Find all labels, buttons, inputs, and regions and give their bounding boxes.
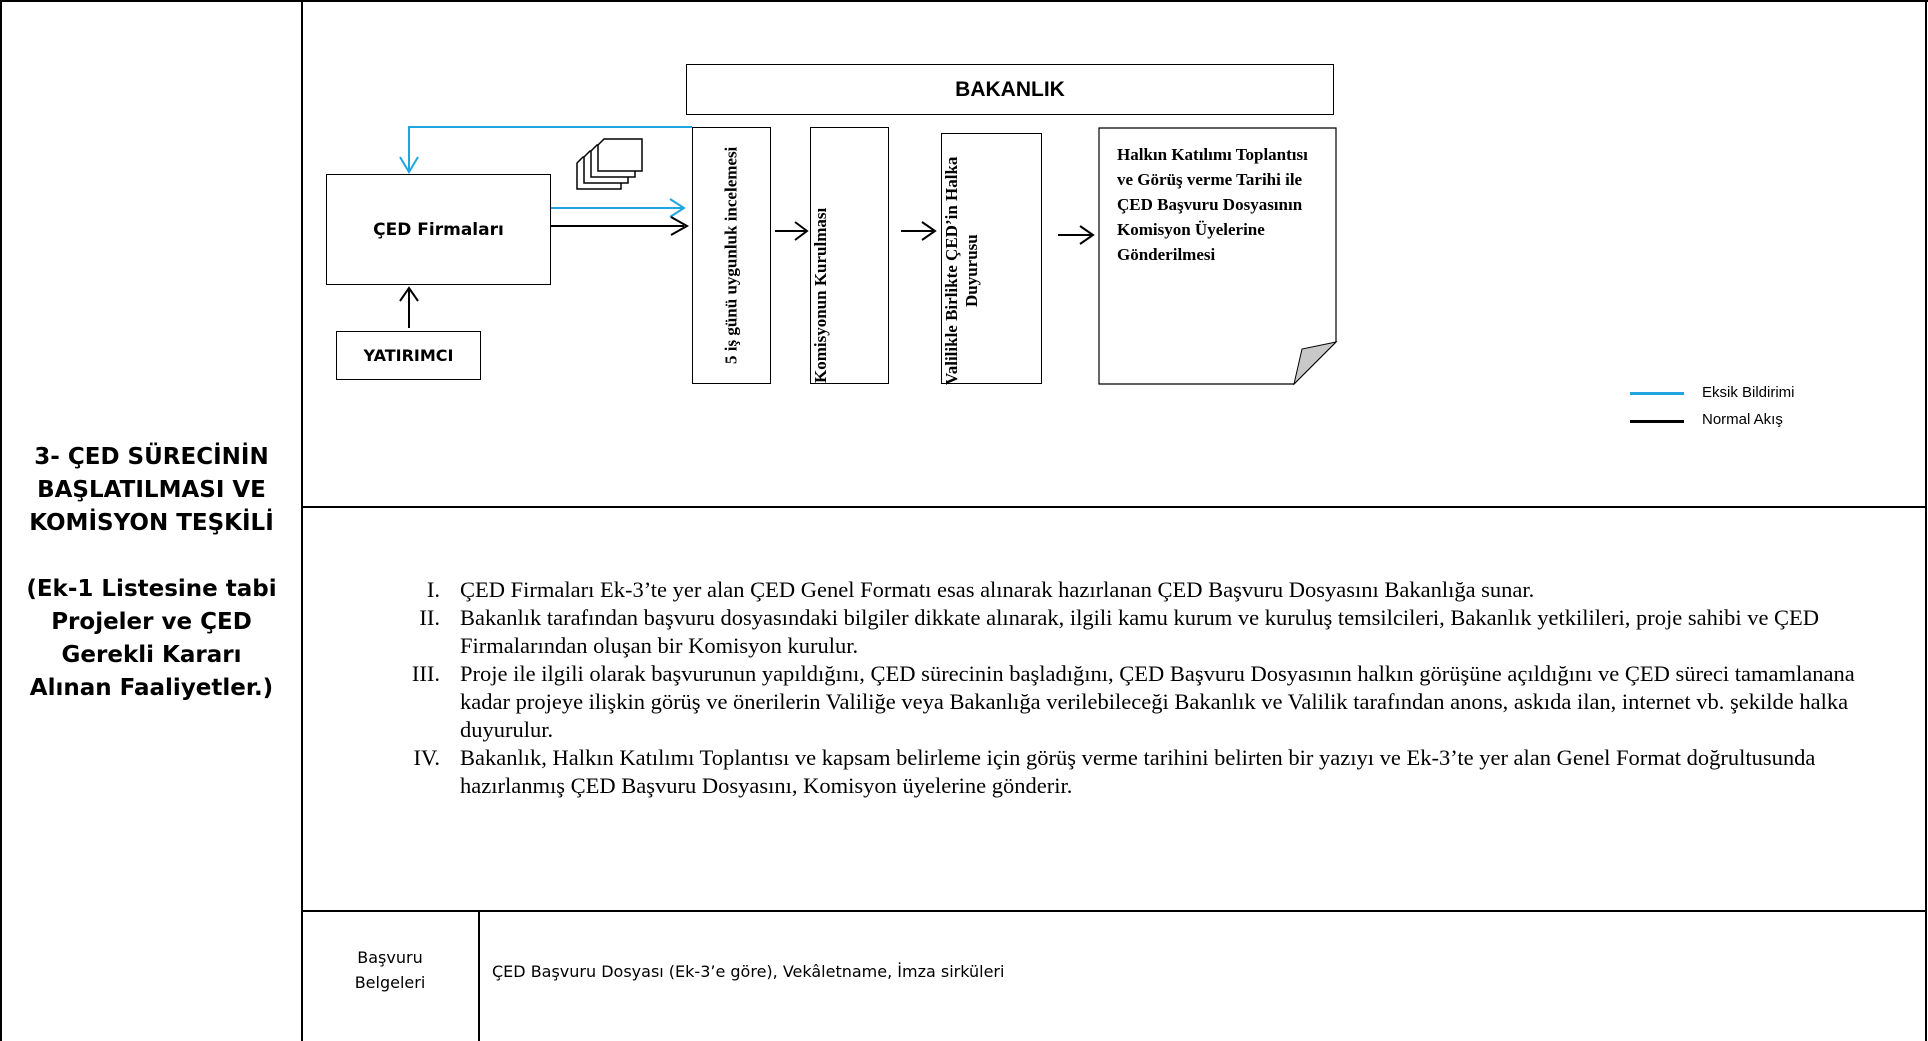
table-border-left: [0, 0, 2, 1041]
step-uygunluk-box: 5 iş günü uygunluk incelemesi: [692, 127, 771, 384]
legend-eksik-label: Eksik Bildirimi: [1702, 384, 1795, 401]
list-item-text: Bakanlık tarafından başvuru dosyasındaki…: [460, 605, 1820, 658]
bakanlik-label: BAKANLIK: [955, 77, 1065, 101]
step-gonderim-label: Halkın Katılımı Toplantısı ve Görüş verm…: [1117, 145, 1308, 264]
section-subtitle: (Ek-1 Listesine tabi Projeler ve ÇED Ger…: [26, 575, 277, 701]
yatirimci-box: YATIRIMCI: [336, 331, 481, 380]
documents-cell-divider: [478, 910, 480, 1041]
list-item-number: IV.: [413, 745, 440, 770]
list-item-number: II.: [419, 605, 440, 630]
note-shape: [1098, 127, 1338, 385]
documents-value: ÇED Başvuru Dosyası (Ek-3’e göre), Vekâl…: [492, 962, 1005, 981]
table-border-right: [1925, 0, 1927, 1041]
legend-normal-label: Normal Akış: [1702, 411, 1783, 428]
step-gonderim-note: Halkın Katılımı Toplantısı ve Görüş verm…: [1098, 127, 1338, 385]
list-item-number: III.: [411, 661, 440, 686]
table-column-divider: [301, 0, 303, 1041]
diagram-connectors: [399, 126, 1095, 328]
list-item: I. ÇED Firmaları Ek-3’te yer alan ÇED Ge…: [380, 576, 1900, 604]
list-item-text: Proje ile ilgili olarak başvurunun yapıl…: [460, 661, 1855, 742]
list-item: III. Proje ile ilgili olarak başvurunun …: [380, 660, 1900, 744]
document-stack-icon: [576, 138, 643, 190]
left-panel: 3- ÇED SÜRECİNİN BAŞLATILMASI VE KOMİSYO…: [0, 0, 303, 1041]
table-row-divider-1: [301, 506, 1927, 508]
procedure-list: I. ÇED Firmaları Ek-3’te yer alan ÇED Ge…: [380, 576, 1900, 800]
step-duyuru-box: Valilikle Birlikte ÇED’in Halka Duyurusu: [941, 133, 1042, 385]
list-item-number: I.: [426, 577, 440, 602]
list-item: II. Bakanlık tarafından başvuru dosyasın…: [380, 604, 1900, 660]
list-item-text: ÇED Firmaları Ek-3’te yer alan ÇED Genel…: [460, 577, 1535, 602]
legend-eksik-swatch: [1630, 392, 1684, 395]
section-title: 3- ÇED SÜRECİNİN BAŞLATILMASI VE KOMİSYO…: [29, 443, 274, 536]
ced-firmalari-label: ÇED Firmaları: [373, 219, 504, 240]
table-row-divider-2: [301, 910, 1927, 912]
eksik-bildirimi-return-arrow: [408, 126, 692, 170]
list-item-text: Bakanlık, Halkın Katılımı Toplantısı ve …: [460, 745, 1816, 798]
list-item: IV. Bakanlık, Halkın Katılımı Toplantısı…: [380, 744, 1900, 800]
yatirimci-label: YATIRIMCI: [363, 346, 454, 365]
legend-normal-swatch: [1630, 420, 1684, 423]
ced-firmalari-box: ÇED Firmaları: [326, 174, 551, 285]
bakanlik-box: BAKANLIK: [686, 64, 1334, 115]
step-komisyon-box: Komisyonun Kurulması: [810, 127, 889, 384]
table-border-top: [0, 0, 1928, 2]
documents-label: Başvuru Belgeleri: [354, 948, 426, 992]
